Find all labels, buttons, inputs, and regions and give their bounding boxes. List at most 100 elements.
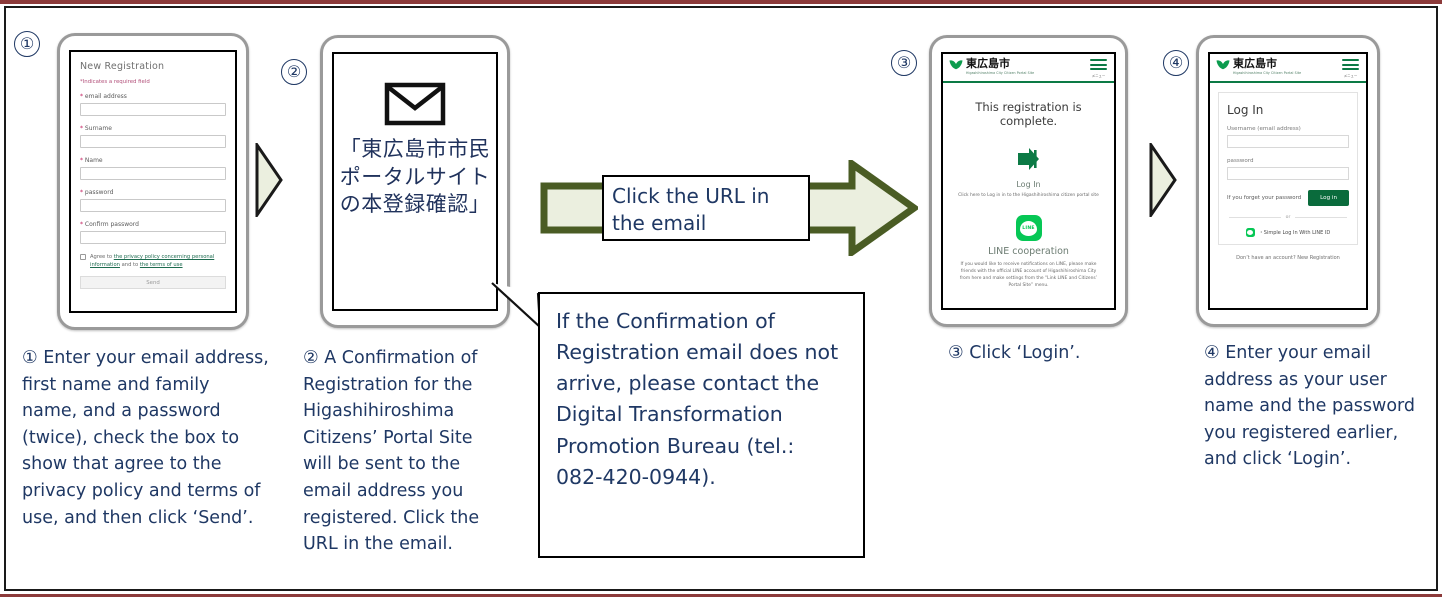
login-action-row: If you forget your password Log in	[1227, 190, 1349, 206]
field-label-confirm-password: * Confirm password	[80, 221, 226, 228]
login-button[interactable]: Log in	[1308, 190, 1349, 206]
registration-complete-heading: This registration is complete.	[975, 100, 1082, 128]
line-cooperation-title: LINE cooperation	[988, 246, 1069, 258]
field-label-password: * password	[80, 189, 226, 196]
burger-bar	[1342, 63, 1359, 66]
terms-of-use-link[interactable]: the terms of use	[139, 262, 183, 269]
top-rule	[0, 0, 1442, 4]
bottom-rule	[0, 594, 1442, 597]
forgot-password-link[interactable]: If you forget your password	[1227, 195, 1302, 201]
required-star: *	[80, 157, 83, 164]
divider-line	[1229, 217, 1281, 218]
field-label-email: * email address	[80, 93, 226, 100]
caption-step-1: ① Enter your email address, first name a…	[22, 348, 269, 528]
login-link-label[interactable]: Log In	[1016, 180, 1041, 189]
username-input[interactable]	[1227, 135, 1349, 148]
brand-text: 東広島市 Higashihiroshima City Citizen Porta…	[1233, 58, 1301, 75]
login-description: Click here to Log in in to the Higashihi…	[958, 193, 1099, 198]
new-registration-link[interactable]: Don’t have an account? New Registration	[1236, 255, 1340, 261]
registration-title: New Registration	[80, 61, 165, 72]
required-star: *	[80, 221, 83, 228]
phone-3-complete: 東広島市 Higashihiroshima City Citizen Porta…	[929, 35, 1128, 327]
phone-4-body: Log In Username (email address) password…	[1210, 83, 1366, 270]
menu-label: メニュー	[1091, 73, 1106, 78]
or-divider: or	[1229, 215, 1348, 220]
required-star: *	[80, 93, 83, 100]
label-text: email address	[83, 93, 127, 100]
confirm-password-input[interactable]	[80, 231, 226, 244]
divider-line	[1295, 217, 1348, 218]
caption-step-3: ③ Click ‘Login’.	[948, 343, 1081, 363]
agree-checkbox[interactable]	[80, 254, 86, 260]
leaf-icon	[1216, 60, 1230, 70]
label-text: Confirm password	[83, 221, 139, 228]
caption-step-4: ④ Enter your email address as your user …	[1204, 343, 1416, 470]
or-label: or	[1285, 215, 1291, 220]
password-input[interactable]	[80, 199, 226, 212]
step-number-2: ②	[281, 59, 307, 85]
field-label-surname: * Surname	[80, 125, 226, 132]
email-subject: 「東広島市市民ポータルサイトの本登録確認」	[339, 137, 491, 217]
brand-text: 東広島市 Higashihiroshima City Citizen Porta…	[966, 58, 1034, 75]
phone-3-body: This registration is complete. Log In Cl…	[943, 83, 1114, 299]
required-star: *	[80, 189, 83, 196]
line-icon	[1245, 228, 1255, 237]
line-login-row[interactable]: ・Simple Log In With LINE ID	[1227, 228, 1349, 237]
city-name-jp: 東広島市	[1233, 57, 1277, 70]
line-login-label[interactable]: ・Simple Log In With LINE ID	[1258, 230, 1331, 236]
burger-bar	[1090, 63, 1107, 66]
step-number-4: ④	[1163, 50, 1189, 76]
label-text: Surname	[83, 125, 112, 132]
login-card: Log In Username (email address) password…	[1218, 92, 1358, 245]
portal-header-3: 東広島市 Higashihiroshima City Citizen Porta…	[943, 54, 1114, 83]
line-bubble	[1247, 230, 1254, 235]
privacy-policy-link[interactable]: the privacy policy concerning personal i…	[90, 254, 215, 269]
envelope-icon	[384, 82, 446, 126]
username-label: Username (email address)	[1227, 126, 1301, 132]
login-title: Log In	[1227, 103, 1264, 117]
city-name-jp: 東広島市	[966, 57, 1010, 70]
required-star: *	[80, 125, 83, 132]
burger-bar	[1090, 68, 1107, 71]
burger-bar	[1090, 59, 1107, 62]
agree-text: Agree to the privacy policy concerning p…	[90, 253, 226, 269]
label-text: password	[83, 189, 114, 196]
agree-row[interactable]: Agree to the privacy policy concerning p…	[80, 253, 226, 269]
step-number-1: ①	[14, 31, 40, 57]
callout-text: If the Confirmation of Registration emai…	[556, 309, 839, 489]
arrow-label-box: Click the URL in the email	[602, 175, 810, 241]
login-arrow-icon[interactable]	[1016, 146, 1042, 172]
brand-block: 東広島市 Higashihiroshima City Citizen Porta…	[1216, 58, 1360, 75]
menu-label: メニュー	[1343, 73, 1358, 78]
burger-bar	[1342, 59, 1359, 62]
email-input[interactable]	[80, 103, 226, 116]
line-icon[interactable]: LINE	[1015, 215, 1042, 242]
leaf-icon	[949, 60, 963, 70]
chevron-1-to-2	[254, 140, 284, 221]
line-bubble: LINE	[1020, 220, 1037, 236]
line-badge-text: LINE	[1022, 225, 1035, 231]
phone-1-registration: New Registration *Indicates a required f…	[57, 33, 249, 330]
field-label-name: * Name	[80, 157, 226, 164]
phone-4-login: 東広島市 Higashihiroshima City Citizen Porta…	[1196, 35, 1380, 327]
send-button[interactable]: Send	[80, 276, 226, 290]
arrow-label-text: Click the URL in the email	[612, 184, 770, 235]
name-input[interactable]	[80, 167, 226, 180]
label-text: Name	[83, 157, 103, 164]
password-input[interactable]	[1227, 167, 1349, 180]
hamburger-menu-icon[interactable]: メニュー	[1090, 59, 1107, 78]
password-label: password	[1227, 158, 1254, 164]
caption-step-2: ② A Confirmation of Registration for the…	[303, 348, 480, 555]
hamburger-menu-icon[interactable]: メニュー	[1342, 59, 1359, 78]
surname-input[interactable]	[80, 135, 226, 148]
chevron-3-to-4	[1148, 140, 1178, 221]
agree-prefix: Agree to	[90, 254, 114, 260]
phone-3-screen: 東広島市 Higashihiroshima City Citizen Porta…	[941, 52, 1116, 310]
callout-box: If the Confirmation of Registration emai…	[538, 292, 865, 558]
burger-bar	[1342, 68, 1359, 71]
agree-middle: and to	[119, 262, 140, 269]
portal-subtitle: Higashihiroshima City Citizen Portal Sit…	[1233, 71, 1302, 75]
phone-4-screen: 東広島市 Higashihiroshima City Citizen Porta…	[1208, 52, 1368, 310]
phone-2-screen: 「東広島市市民ポータルサイトの本登録確認」	[332, 52, 498, 311]
